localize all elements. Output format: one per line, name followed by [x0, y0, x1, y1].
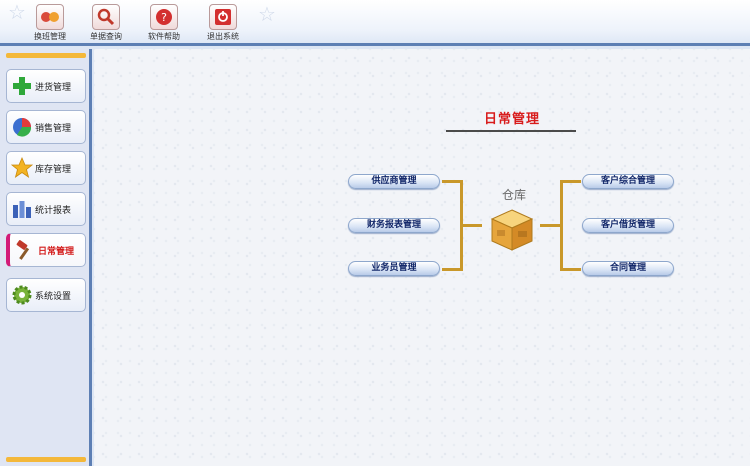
sidebar-item-label: 系统设置	[35, 291, 72, 302]
main-panel	[94, 49, 750, 466]
customer-management-button[interactable]: 客户综合管理	[582, 174, 674, 189]
bar-chart-icon	[11, 198, 33, 220]
sidebar-item-label: 日常管理	[38, 246, 75, 257]
customer-loan-button[interactable]: 客户借货管理	[582, 218, 674, 233]
toolbar-label: 退出系统	[207, 32, 239, 41]
magnifier-icon	[92, 4, 120, 30]
sidebar-item-purchase[interactable]: 进货管理	[6, 69, 86, 103]
toolbar-button-help[interactable]: ? 软件帮助	[144, 4, 184, 42]
page-title: 日常管理	[483, 112, 540, 127]
sidebar-strip	[6, 53, 86, 58]
right-connector	[540, 224, 562, 227]
right-bracket	[560, 180, 581, 271]
sidebar-strip	[6, 457, 86, 462]
warehouse-label: 仓库	[501, 188, 526, 202]
left-connector	[460, 224, 482, 227]
star-decoration-icon: ☆	[8, 0, 26, 24]
sidebar-item-label: 销售管理	[35, 123, 72, 134]
sidebar-item-settings[interactable]: 系统设置	[6, 278, 86, 312]
toolbar-button-exit[interactable]: 退出系统	[203, 4, 243, 42]
toolbar-label: 换班管理	[34, 32, 66, 41]
exit-icon	[209, 4, 237, 30]
toolbar-label: 软件帮助	[148, 32, 180, 41]
gear-icon	[11, 284, 33, 306]
star-icon	[10, 156, 34, 179]
hammer-icon	[14, 239, 36, 261]
finance-report-button[interactable]: 财务报表管理	[348, 218, 440, 233]
toolbar: ☆ ☆ 换班管理 单据查询 ? 软件帮助 退出系统	[0, 0, 750, 46]
toolbar-label: 单据查询	[90, 32, 122, 41]
sidebar-item-inventory[interactable]: 库存管理	[6, 151, 86, 185]
supplier-management-button[interactable]: 供应商管理	[348, 174, 440, 189]
sidebar-item-daily[interactable]: 日常管理	[6, 233, 86, 267]
sidebar-item-label: 统计报表	[35, 205, 72, 216]
salesman-management-button[interactable]: 业务员管理	[348, 261, 440, 276]
pie-icon	[11, 116, 33, 138]
sidebar-item-label: 进货管理	[35, 82, 72, 93]
sidebar: 进货管理 销售管理 库存管理 统计报表 日常管理 系统设置	[0, 49, 92, 466]
svg-text:?: ?	[161, 11, 167, 24]
contract-management-button[interactable]: 合同管理	[582, 261, 674, 276]
plus-icon	[11, 75, 33, 97]
toolbar-button-shift[interactable]: 换班管理	[30, 4, 70, 42]
warehouse-box-icon[interactable]	[488, 206, 536, 252]
sidebar-item-reports[interactable]: 统计报表	[6, 192, 86, 226]
swap-shift-icon	[36, 4, 64, 30]
sidebar-item-label: 库存管理	[35, 164, 72, 175]
toolbar-button-query[interactable]: 单据查询	[86, 4, 126, 42]
sidebar-item-sales[interactable]: 销售管理	[6, 110, 86, 144]
help-icon: ?	[150, 4, 178, 30]
title-underline	[446, 130, 576, 132]
star-decoration-icon: ☆	[258, 2, 276, 26]
